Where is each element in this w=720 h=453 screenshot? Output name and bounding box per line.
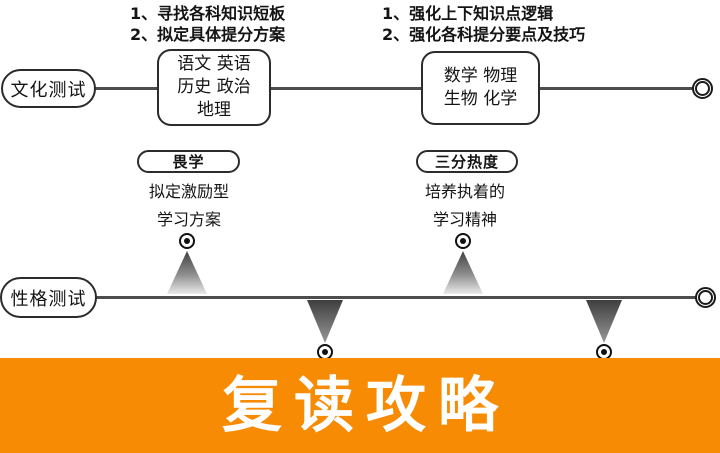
personality-track-end-ring-icon: [695, 287, 716, 308]
personality-test-label: 性格测试: [10, 288, 87, 310]
beam-from-line-icon: [586, 300, 622, 343]
personality-track-line: [40, 296, 698, 299]
persistent-spirit-line2: 学习精神: [432, 210, 497, 229]
culture-track-end-ring-icon: [692, 78, 713, 99]
fear-of-study-label: 畏学: [172, 153, 205, 171]
target-marker-icon: [179, 233, 195, 249]
culture-note-left-line1: 1、寻找各科知识短板: [130, 4, 286, 23]
page-title: 复读攻略: [222, 370, 510, 441]
culture-track-line: [40, 87, 696, 90]
liberal-arts-subjects-box: 语文 英语 历史 政治 地理: [157, 49, 271, 126]
beam-down-to-line-icon: [167, 251, 207, 294]
culture-note-right-line2: 2、强化各科提分要点及技巧: [382, 25, 586, 44]
science-subjects-line2: 生物 化学: [443, 89, 518, 109]
title-banner: 复读攻略: [0, 358, 720, 453]
liberal-subjects-line3: 地理: [197, 100, 231, 120]
personality-test-pill: 性格测试: [0, 277, 97, 318]
persistent-spirit-line1: 培养执着的: [424, 182, 505, 201]
science-subjects-box: 数学 物理 生物 化学: [421, 51, 540, 125]
fear-of-study-tag: 畏学: [137, 150, 240, 173]
three-minute-heat-label: 三分热度: [434, 153, 499, 171]
target-marker-icon: [455, 233, 471, 249]
incentive-plan-line1: 拟定激励型: [148, 182, 229, 201]
beam-from-line-icon: [307, 300, 343, 343]
beam-down-to-line-icon: [443, 251, 483, 294]
three-minute-heat-tag: 三分热度: [416, 150, 518, 173]
liberal-subjects-line1: 语文 英语: [177, 54, 251, 74]
culture-note-right: 1、强化上下知识点逻辑 2、强化各科提分要点及技巧: [382, 3, 585, 45]
culture-note-left: 1、寻找各科知识短板 2、拟定具体提分方案: [130, 3, 285, 45]
liberal-subjects-line2: 历史 政治: [177, 77, 251, 97]
culture-test-label: 文化测试: [10, 79, 87, 101]
culture-note-left-line2: 2、拟定具体提分方案: [130, 25, 286, 44]
science-subjects-line1: 数学 物理: [443, 66, 518, 86]
culture-note-right-line1: 1、强化上下知识点逻辑: [382, 4, 554, 23]
culture-test-pill: 文化测试: [1, 69, 96, 108]
incentive-plan-line2: 学习方案: [156, 210, 221, 229]
